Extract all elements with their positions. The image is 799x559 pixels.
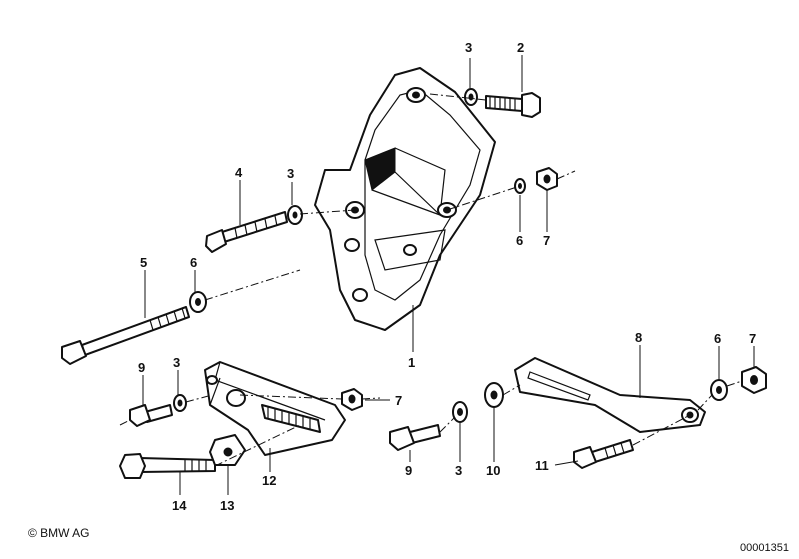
callout-7-middle: 7 — [395, 393, 402, 408]
callout-3-top: 3 — [465, 40, 472, 55]
tensioning-strap — [514, 357, 706, 433]
bolt-4 — [205, 211, 288, 253]
adjusting-plate — [204, 361, 346, 456]
copyright-notice: © BMW AG — [28, 526, 90, 540]
washer-10 — [484, 382, 504, 408]
bolt-5 — [61, 306, 190, 365]
callout-9-left: 9 — [138, 360, 145, 375]
callout-3-lower-left: 3 — [173, 355, 180, 370]
nut-7-right-top — [536, 167, 558, 191]
washer-3-lower-right — [452, 401, 468, 423]
callout-8: 8 — [635, 330, 642, 345]
callout-4: 4 — [235, 165, 243, 180]
callout-5: 5 — [140, 255, 147, 270]
callout-7-right-top: 7 — [543, 233, 550, 248]
bolt-9-right — [389, 424, 441, 451]
bolt-14 — [119, 453, 216, 479]
callout-6-right-bottom: 6 — [714, 331, 721, 346]
callout-7-right-bottom: 7 — [749, 331, 756, 346]
document-number: 00001351 — [740, 542, 789, 554]
assembly-lines — [119, 93, 743, 467]
bolt-11 — [573, 439, 634, 469]
callout-6-right-top: 6 — [516, 233, 523, 248]
callout-3-left: 3 — [287, 166, 294, 181]
callout-3-lower-right: 3 — [455, 463, 462, 478]
washer-3-lower-left — [173, 394, 187, 412]
washer-3-left — [287, 205, 303, 225]
leader-lines — [142, 55, 755, 495]
bolt-2 — [485, 92, 541, 118]
callout-6-left: 6 — [190, 255, 197, 270]
bolt-9-left — [129, 404, 173, 427]
callout-11: 11 — [535, 458, 549, 473]
callout-9-right: 9 — [405, 463, 412, 478]
callout-labels: 1 2 3 3 4 5 6 6 7 8 6 7 9 3 7 9 3 10 11 … — [138, 40, 756, 513]
callout-13: 13 — [220, 498, 234, 513]
washer-6-right-bottom — [710, 379, 728, 401]
callout-2: 2 — [517, 40, 524, 55]
callout-1: 1 — [408, 355, 415, 370]
washer-6-left — [189, 291, 207, 313]
nut-7-middle — [341, 388, 363, 411]
washer-3-top — [464, 88, 478, 106]
mounting-bracket — [314, 67, 496, 331]
nut-7-right-bottom — [741, 366, 767, 394]
callout-14: 14 — [172, 498, 187, 513]
square-nut-13 — [209, 434, 246, 466]
callout-10: 10 — [486, 463, 500, 478]
callout-12: 12 — [262, 473, 276, 488]
